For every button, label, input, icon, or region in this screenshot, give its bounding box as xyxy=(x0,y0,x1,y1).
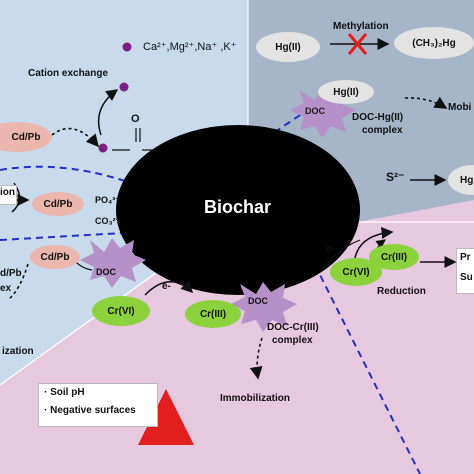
doc-label-cdpb: DOC xyxy=(96,267,116,277)
doc-label-cr: DOC xyxy=(248,296,268,306)
soil-ph-item: · Soil pH xyxy=(44,387,85,398)
methylation-label: Methylation xyxy=(333,21,389,32)
precip-box-right xyxy=(456,248,474,294)
immobilization-label-left: ization xyxy=(2,346,34,357)
doc-star-cdpb xyxy=(80,238,146,288)
negative-surfaces-item: · Negative surfaces xyxy=(44,405,136,416)
cr-iii-node-mid: Cr(III) xyxy=(185,300,241,328)
hg-ii-node: Hg(II) xyxy=(256,32,320,62)
doc-cr-complex-label: DOC-Cr(III) xyxy=(267,322,319,333)
carbonate-label: CO₃²⁻ xyxy=(95,216,121,226)
electron-label-2: e- xyxy=(326,244,335,255)
ion-dot xyxy=(122,42,132,52)
cr-vi-node-right: Cr(VI) xyxy=(330,258,382,286)
mobility-label: Mobi xyxy=(448,102,472,113)
biochar-particle xyxy=(116,125,360,295)
cation-exchange-label: Cation exchange xyxy=(28,68,109,79)
cd-pb-node-precip: Cd/Pb xyxy=(32,192,84,216)
cation-ion-list: Ca²⁺,Mg²⁺,Na⁺ ,K⁺ xyxy=(143,41,237,53)
phosphate-label: PO₄³⁻ xyxy=(95,195,121,205)
carbonyl-oxygen: O xyxy=(131,113,140,125)
cd-pb-node-doc: Cd/Pb xyxy=(30,245,80,269)
electron-label-1: e- xyxy=(162,281,171,292)
dcomplex-label-1: d/Pb xyxy=(0,268,22,279)
doc-star-cr xyxy=(231,282,297,332)
dcomplex-label-2: ex xyxy=(0,283,12,294)
doc-cr-complex-label-2: complex xyxy=(272,335,313,346)
soil-effects-box xyxy=(38,383,158,427)
dashed-divider-3 xyxy=(314,264,421,474)
sulfide-label: S²⁻ xyxy=(386,170,405,184)
ion-dot xyxy=(98,143,108,153)
right-label-1: Pr xyxy=(460,252,471,263)
precipitation-label: ion xyxy=(0,187,15,198)
biochar-label: Biochar xyxy=(204,197,272,217)
doc-hg-complex-label-2: complex xyxy=(362,125,403,136)
doc-hg-complex-label: DOC-Hg(II) xyxy=(352,112,404,123)
precipitation-label-box xyxy=(0,185,17,205)
ion-dot xyxy=(119,82,129,92)
right-label-2: Su xyxy=(460,272,473,283)
hg-ii-complex-node: Hg(II) xyxy=(318,80,374,104)
cr-vi-node-left: Cr(VI) xyxy=(92,296,150,326)
methylmercury-node: (CH₃)₂Hg xyxy=(394,27,474,59)
immobilization-label: Immobilization xyxy=(220,393,290,404)
reduction-label: Reduction xyxy=(377,286,426,297)
doc-label-hg: DOC xyxy=(305,106,325,116)
